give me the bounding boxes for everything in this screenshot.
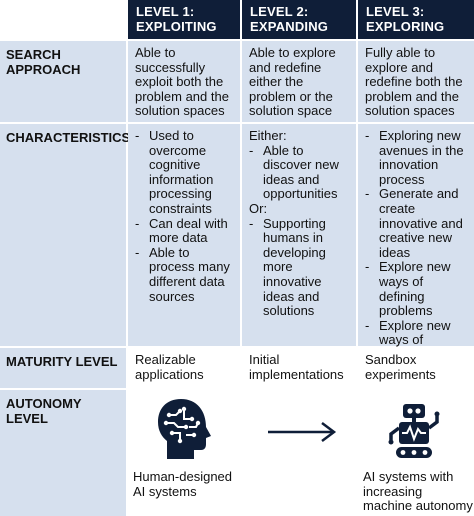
header-level-3: LEVEL 3: EXPLORING	[358, 0, 474, 39]
list-item: Generate and create innovative and creat…	[365, 187, 468, 260]
row-label-characteristics: CHARACTERISTICS	[0, 124, 130, 346]
autonomy-right-caption: AI systems with increasing machine auton…	[363, 469, 473, 514]
or-label: Or:	[249, 200, 268, 216]
maturity-level-3: Sandbox experiments	[358, 348, 474, 388]
either-list: Able to discover new ideas and opportuni…	[249, 143, 350, 202]
list-item: Used to overcome cognitive information p…	[135, 128, 234, 217]
header-level-1: LEVEL 1: EXPLOITING	[128, 0, 240, 39]
characteristics-level-3-list: Exploring new avenues in the innovation …	[365, 128, 468, 377]
header-level-1-name: EXPLOITING	[136, 19, 217, 34]
header-level-2-number: LEVEL 2:	[250, 4, 309, 19]
robot-icon	[384, 398, 444, 460]
header-corner	[0, 0, 126, 39]
either-label: Either:	[249, 128, 287, 143]
characteristics-level-1: Used to overcome cognitive information p…	[128, 124, 240, 346]
list-item: Exploring new avenues in the innovation …	[365, 128, 468, 187]
characteristics-level-1-list: Used to overcome cognitive information p…	[135, 128, 234, 304]
or-list: Supporting humans in developing more inn…	[249, 216, 350, 319]
list-item: Able to process many different data sour…	[135, 245, 234, 304]
maturity-level-1: Realizable applications	[128, 348, 240, 388]
search-approach-level-3: Fully able to explore and redefine both …	[358, 41, 474, 122]
header-level-3-name: EXPLORING	[366, 19, 445, 34]
header-level-1-number: LEVEL 1:	[136, 4, 195, 19]
row-label-search-line2: APPROACH	[6, 62, 81, 77]
row-label-search-line1: SEARCH	[6, 47, 61, 62]
human-brain-circuit-icon	[154, 397, 214, 461]
maturity-level-2: Initial implementations	[242, 348, 356, 388]
search-approach-level-1: Able to successfully exploit both the pr…	[128, 41, 240, 122]
row-label-search-approach: SEARCH APPROACH	[0, 41, 126, 122]
row-label-autonomy-level: AUTONOMY LEVEL	[0, 390, 126, 516]
autonomy-left-caption: Human-designed AI systems	[133, 469, 233, 499]
search-approach-level-2: Able to explore and redefine either the …	[242, 41, 356, 122]
arrow-right-icon	[266, 420, 338, 444]
list-item: Able to discover new ideas and opportuni…	[249, 143, 350, 202]
list-item: Can deal with more data	[135, 216, 234, 246]
row-label-maturity-level: MATURITY LEVEL	[0, 348, 126, 388]
list-item: Supporting humans in developing more inn…	[249, 216, 350, 319]
header-level-2-name: EXPANDING	[250, 19, 329, 34]
characteristics-level-2: Either: Able to discover new ideas and o…	[242, 124, 356, 346]
characteristics-level-3: Exploring new avenues in the innovation …	[358, 124, 474, 376]
header-level-3-number: LEVEL 3:	[366, 4, 425, 19]
list-item: Explore new ways of defining problems	[365, 259, 468, 318]
header-level-2: LEVEL 2: EXPANDING	[242, 0, 356, 39]
